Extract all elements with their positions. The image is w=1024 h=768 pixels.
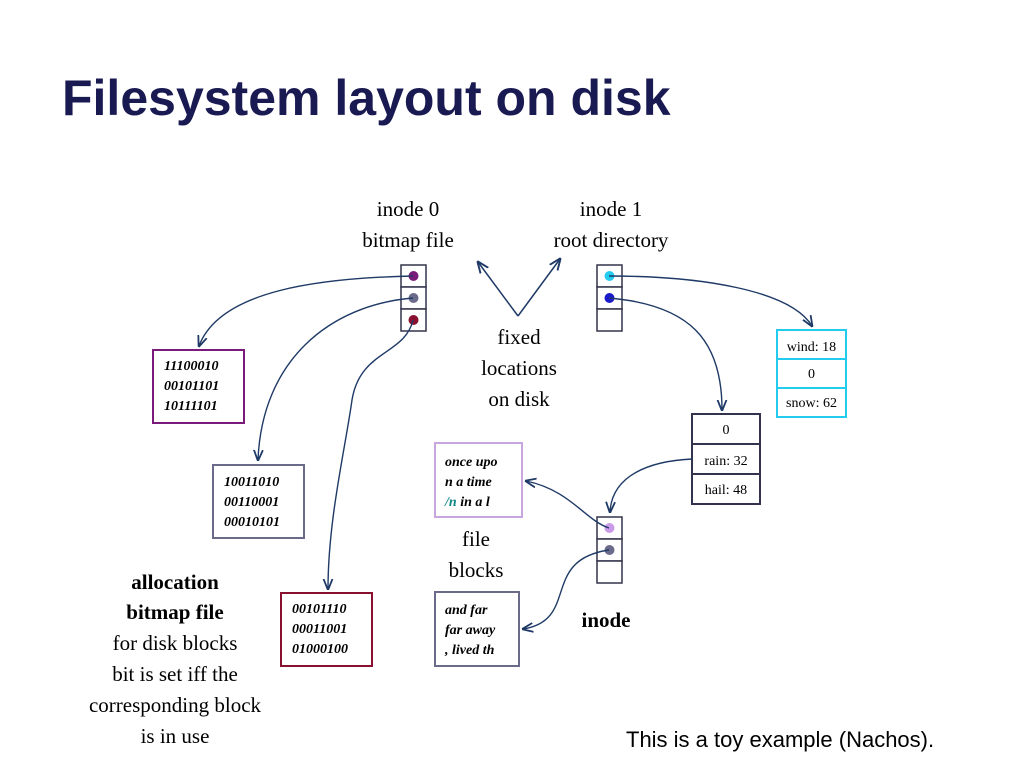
arrow-file-inode-to-file-block-1 <box>526 481 610 529</box>
bitmap-block-3: 00101110 00011001 01000100 <box>280 592 373 667</box>
arrow-dir-entry-to-file-inode <box>610 458 693 512</box>
allocation-label-line5: corresponding block <box>89 693 262 717</box>
bitmap-block-3-line1: 00101110 <box>292 602 346 617</box>
dir-block-2-entry-2: rain: 32 <box>704 454 747 469</box>
fixed-label-line3: on disk <box>488 387 550 411</box>
arrow-inode1-to-dir-block-2 <box>608 297 722 410</box>
dir-block-2-entry-3: hail: 48 <box>705 483 747 498</box>
dir-block-1-entry-3: snow: 62 <box>786 396 837 411</box>
arrow-fixed-to-inode1 <box>517 259 560 317</box>
bitmap-block-2: 10011010 00110001 00010101 <box>212 464 305 539</box>
arrow-file-inode-to-file-block-2 <box>523 549 610 629</box>
arrow-inode0-to-bitmap-block-1 <box>199 275 414 346</box>
dir-block-1: wind: 18 0 snow: 62 <box>776 329 847 418</box>
allocation-label-line3: for disk blocks <box>113 631 238 655</box>
footer-note: This is a toy example (Nachos). <box>626 727 935 752</box>
bitmap-block-3-line2: 00011001 <box>292 622 347 637</box>
newline-escape: /n <box>444 495 457 510</box>
file-block-2-line1: and far <box>445 603 488 618</box>
inode0-pointer-3 <box>408 315 419 325</box>
inode0-label-line2: bitmap file <box>362 228 454 252</box>
arrow-inode0-to-bitmap-block-2 <box>258 297 414 460</box>
file-block-1-line1: once upo <box>445 455 498 470</box>
fixed-label-line2: locations <box>481 356 557 380</box>
inode1-label-line1: inode 1 <box>580 197 642 221</box>
file-block-2-line2: far away <box>445 623 496 638</box>
inode0-pointer-2 <box>408 293 419 303</box>
page-title: Filesystem layout on disk <box>62 70 671 126</box>
allocation-label-line6: is in use <box>141 724 210 748</box>
file-block-1: once upo n a time /n in a l <box>434 442 523 518</box>
file-blocks-label-line1: file <box>462 527 490 551</box>
bitmap-block-1-line3: 10111101 <box>164 399 218 414</box>
bitmap-block-1-line2: 00101101 <box>164 379 219 394</box>
bitmap-block-1-line1: 11100010 <box>164 359 218 374</box>
file-inode-box <box>596 516 623 584</box>
arrow-fixed-to-inode0 <box>478 262 519 317</box>
allocation-label-line2: bitmap file <box>126 600 223 624</box>
file-block-2-line3: , lived th <box>444 643 495 658</box>
file-inode-pointer-1 <box>604 523 615 533</box>
arrow-inode1-to-dir-block-1 <box>608 275 812 326</box>
file-block-2: and far far away , lived th <box>434 591 520 667</box>
inode0-box <box>400 264 427 332</box>
allocation-label-line1: allocation <box>131 570 219 594</box>
dir-block-1-entry-1: wind: 18 <box>787 340 836 355</box>
file-block-1-line3: /n in a l <box>444 495 490 510</box>
file-block-1-line2: n a time <box>445 475 492 490</box>
dir-block-2-entry-1: 0 <box>723 423 730 438</box>
dir-block-1-entry-2: 0 <box>808 367 815 382</box>
bitmap-block-2-line1: 10011010 <box>224 475 279 490</box>
bitmap-block-2-line2: 00110001 <box>224 495 279 510</box>
allocation-label-line4: bit is set iff the <box>112 662 238 686</box>
file-blocks-label-line2: blocks <box>449 558 504 582</box>
file-block-1-line3-rest: in a l <box>457 495 490 510</box>
bitmap-block-1: 11100010 00101101 10111101 <box>152 349 245 424</box>
inode1-label-line2: root directory <box>554 228 669 252</box>
fixed-label-line1: fixed <box>497 325 541 349</box>
arrow-inode0-to-bitmap-block-3 <box>328 319 414 589</box>
bitmap-block-2-line3: 00010101 <box>224 515 280 530</box>
inode-label: inode <box>581 608 630 632</box>
file-inode-pointer-2 <box>604 545 615 555</box>
dir-block-2: 0 rain: 32 hail: 48 <box>691 413 761 505</box>
inode0-pointer-1 <box>408 271 419 281</box>
bitmap-block-3-line3: 01000100 <box>292 642 348 657</box>
inode0-label-line1: inode 0 <box>377 197 439 221</box>
